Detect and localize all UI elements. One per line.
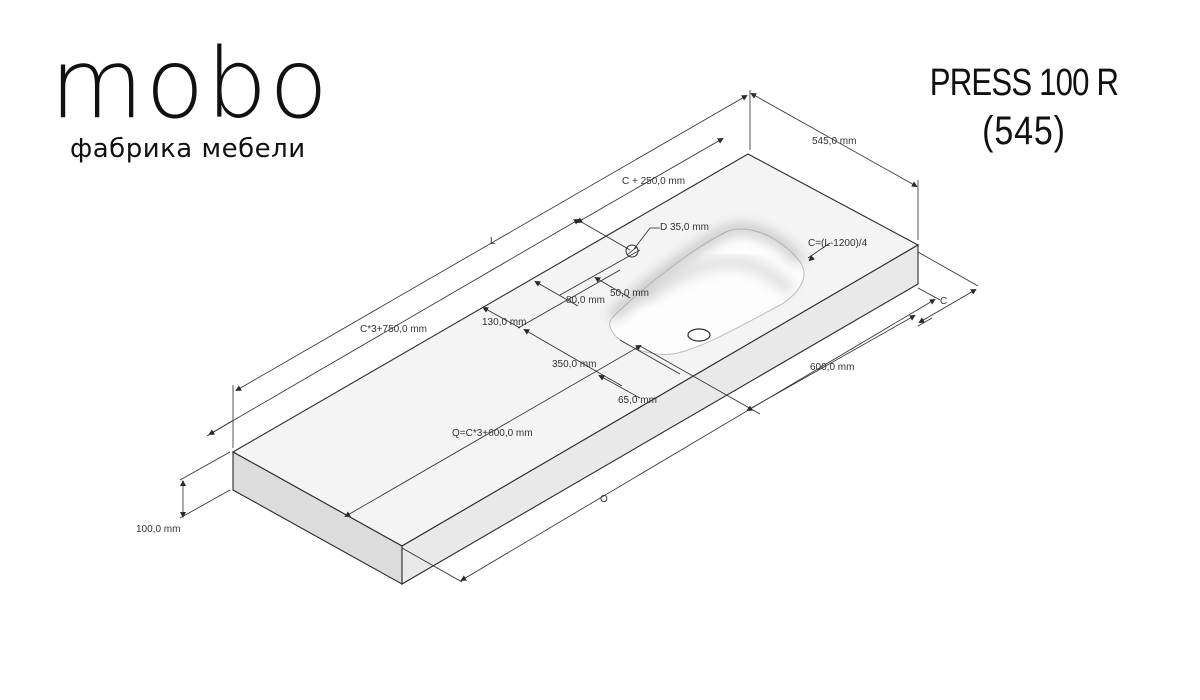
product-title: PRESS 100 R (545) [894, 62, 1154, 154]
dim-80: 80,0 mm [566, 295, 605, 306]
dim-65: 65,0 mm [618, 395, 657, 406]
dim-c-formula: C=(L-1200)/4 [808, 238, 868, 249]
dim-c3-750: C*3+750,0 mm [360, 324, 427, 335]
dim-c-plus-250: C + 250,0 mm [622, 176, 685, 187]
dim-depth: 545,0 mm [812, 136, 856, 147]
dim-600: 600,0 mm [810, 362, 854, 373]
dimension-lines [179, 90, 979, 583]
dim-thickness: 100,0 mm [136, 524, 180, 535]
product-model: PRESS 100 R [929, 62, 1119, 104]
dim-o: O [600, 494, 608, 505]
countertop-top-face [231, 153, 920, 547]
dim-50: 50,0 mm [610, 288, 649, 299]
dim-q-formula: Q=C*3+600,0 mm [452, 428, 533, 439]
dim-130: 130,0 mm [482, 317, 526, 328]
dim-350: 350,0 mm [552, 359, 596, 370]
dimension-labels: 545,0 mm C + 250,0 mm L D 35,0 mm C=(L-1… [136, 136, 947, 535]
product-variant: (545) [982, 109, 1066, 153]
dim-c-right: C [940, 296, 947, 307]
dim-length: L [490, 236, 496, 247]
sink-drain-icon [687, 328, 711, 342]
dim-drain-diameter: D 35,0 mm [660, 222, 709, 233]
